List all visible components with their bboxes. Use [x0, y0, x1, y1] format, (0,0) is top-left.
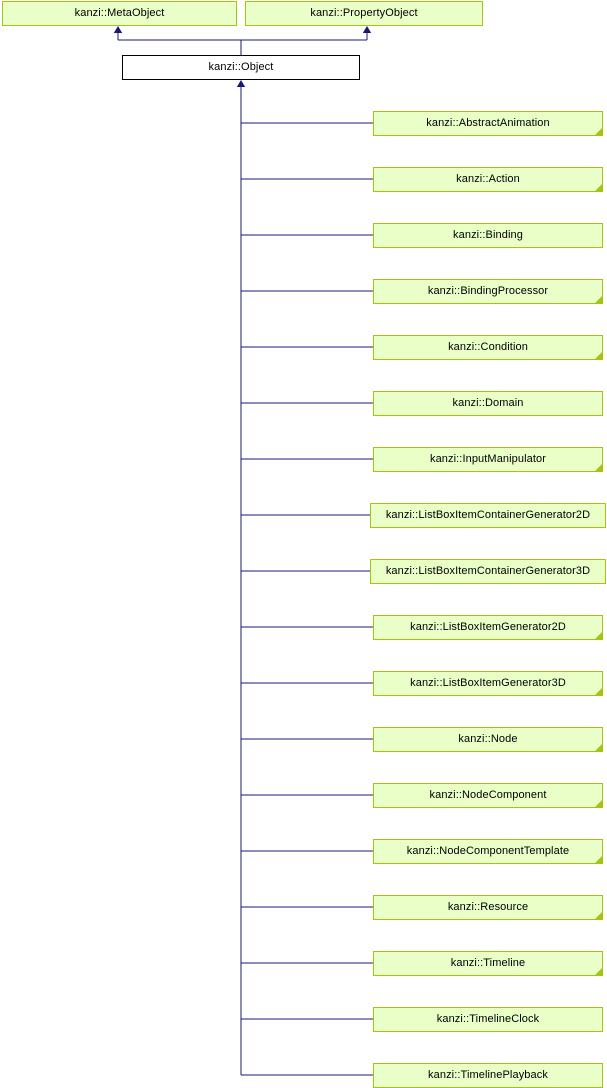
class-node-nodecomponent[interactable]: kanzi::NodeComponent: [373, 783, 603, 808]
class-name-label: kanzi::BindingProcessor: [427, 285, 549, 297]
class-name-label: kanzi::Resource: [447, 901, 529, 913]
class-node-condition[interactable]: kanzi::Condition: [373, 335, 603, 360]
inheritance-arrow-object: [236, 80, 246, 87]
class-node-bindingprocessor[interactable]: kanzi::BindingProcessor: [373, 279, 603, 304]
class-name-label: kanzi::TimelineClock: [436, 1013, 540, 1025]
class-name-label: kanzi::MetaObject: [74, 7, 165, 19]
class-name-label: kanzi::InputManipulator: [429, 453, 547, 465]
class-name-label: kanzi::Domain: [452, 397, 524, 409]
class-name-label: kanzi::TimelinePlayback: [428, 1069, 548, 1081]
class-node-node[interactable]: kanzi::Node: [373, 727, 603, 752]
class-node-listboxitemcontainergenerator2d[interactable]: kanzi::ListBoxItemContainerGenerator2D: [370, 503, 606, 528]
class-name-label: kanzi::Binding: [453, 229, 523, 241]
class-name-label: kanzi::NodeComponent: [429, 789, 547, 801]
class-node-listboxitemgenerator3d[interactable]: kanzi::ListBoxItemGenerator3D: [373, 671, 603, 696]
inheritance-arrow-propertyobject: [362, 26, 372, 33]
class-name-label: kanzi::PropertyObject: [310, 7, 418, 19]
class-node-inputmanipulator[interactable]: kanzi::InputManipulator: [373, 447, 603, 472]
class-node-abstractanimation[interactable]: kanzi::AbstractAnimation: [373, 111, 603, 136]
class-node-resource[interactable]: kanzi::Resource: [373, 895, 603, 920]
class-node-timelineplayback[interactable]: kanzi::TimelinePlayback: [373, 1063, 603, 1088]
class-node-binding[interactable]: kanzi::Binding: [373, 223, 603, 248]
class-name-label: kanzi::Action: [456, 173, 520, 185]
class-name-label: kanzi::Condition: [448, 341, 528, 353]
class-node-timeline[interactable]: kanzi::Timeline: [373, 951, 603, 976]
class-node-listboxitemgenerator2d[interactable]: kanzi::ListBoxItemGenerator2D: [373, 615, 603, 640]
class-node-timelineclock[interactable]: kanzi::TimelineClock: [373, 1007, 603, 1032]
class-node-action[interactable]: kanzi::Action: [373, 167, 603, 192]
class-name-label: kanzi::ListBoxItemGenerator3D: [410, 677, 566, 689]
class-name-label: kanzi::Node: [458, 733, 518, 745]
class-node-object[interactable]: kanzi::Object: [122, 55, 360, 80]
class-node-domain[interactable]: kanzi::Domain: [373, 391, 603, 416]
class-node-metaobject[interactable]: kanzi::MetaObject: [2, 1, 237, 26]
class-name-label: kanzi::Object: [208, 61, 274, 73]
class-name-label: kanzi::NodeComponentTemplate: [406, 845, 570, 857]
class-node-propertyobject[interactable]: kanzi::PropertyObject: [245, 1, 483, 26]
inheritance-arrow-metaobject: [113, 26, 123, 33]
class-name-label: kanzi::AbstractAnimation: [426, 117, 550, 129]
class-name-label: kanzi::ListBoxItemContainerGenerator3D: [385, 565, 591, 577]
class-name-label: kanzi::ListBoxItemContainerGenerator2D: [385, 509, 591, 521]
class-node-nodecomponenttemplate[interactable]: kanzi::NodeComponentTemplate: [373, 839, 603, 864]
class-node-listboxitemcontainergenerator3d[interactable]: kanzi::ListBoxItemContainerGenerator3D: [370, 559, 606, 584]
class-name-label: kanzi::Timeline: [450, 957, 526, 969]
class-name-label: kanzi::ListBoxItemGenerator2D: [410, 621, 566, 633]
